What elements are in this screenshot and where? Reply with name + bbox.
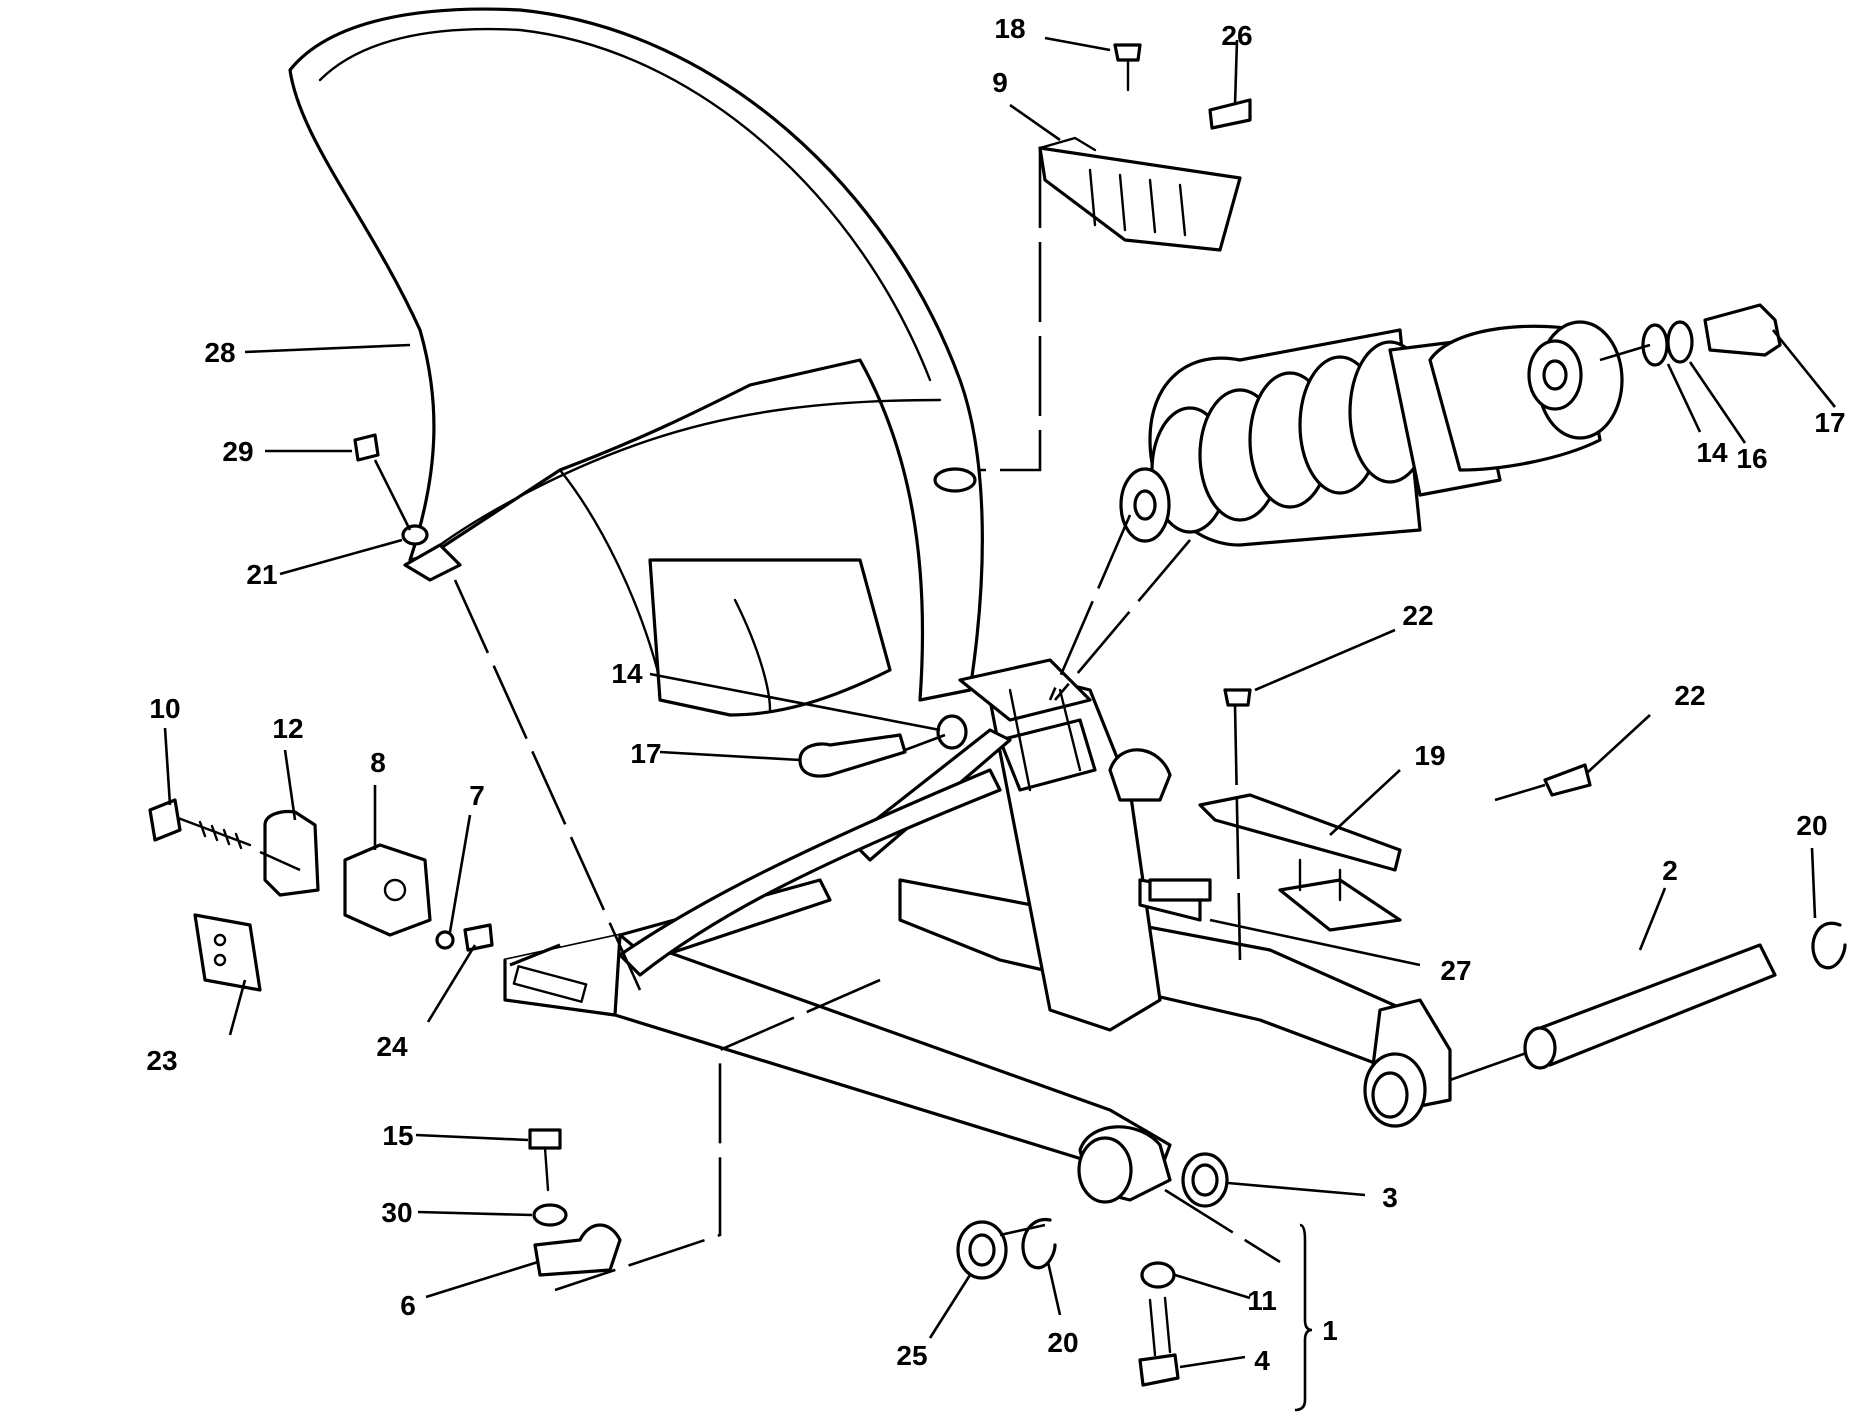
leader-lines <box>163 36 1837 1412</box>
callout-29: 29 <box>222 436 253 467</box>
bolt-26 <box>1208 98 1252 130</box>
assembly-lines <box>259 148 1651 1292</box>
callout-22-right: 22 <box>1674 680 1705 711</box>
callout-4: 4 <box>1254 1345 1270 1376</box>
chain-slider <box>1198 793 1402 932</box>
bolt-17-top <box>1703 303 1782 357</box>
screw-24 <box>463 923 494 952</box>
callout-3: 3 <box>1382 1182 1398 1213</box>
rear-shock-absorber <box>1119 320 1624 547</box>
callout-28: 28 <box>204 337 235 368</box>
washer-30 <box>532 1203 568 1227</box>
callout-1: 1 <box>1322 1315 1338 1346</box>
callout-19: 19 <box>1414 740 1445 771</box>
callout-27: 27 <box>1440 955 1471 986</box>
callout-15: 15 <box>382 1120 413 1151</box>
adjuster-block-8 <box>343 843 432 937</box>
adjuster-plate-12 <box>263 809 320 897</box>
callout-26: 26 <box>1221 20 1252 51</box>
callout-11: 11 <box>1247 1285 1277 1316</box>
chain-guard <box>1038 136 1242 252</box>
callout-8: 8 <box>370 747 386 778</box>
circlip-20-right <box>1811 921 1847 970</box>
callout-10: 10 <box>149 693 180 724</box>
callout-23: 23 <box>146 1045 177 1076</box>
clamp-6 <box>533 1223 622 1277</box>
callout-24: 24 <box>376 1031 408 1062</box>
swingarm <box>503 658 1452 1204</box>
callout-30: 30 <box>381 1197 412 1228</box>
pivot-pin-2 <box>1533 943 1777 1067</box>
callout-16: 16 <box>1736 443 1767 474</box>
callout-25: 25 <box>896 1340 927 1371</box>
screw-29 <box>353 433 380 462</box>
rear-mudguard <box>288 7 984 717</box>
screw-22-right <box>1543 763 1592 797</box>
callout-17-mid: 17 <box>630 738 661 769</box>
callout-7: 7 <box>469 780 485 811</box>
callout-9: 9 <box>992 67 1008 98</box>
washer-11 <box>1140 1261 1176 1289</box>
screw-4 <box>1138 1353 1180 1387</box>
callout-22-top: 22 <box>1402 600 1433 631</box>
plate-23 <box>193 913 262 992</box>
callout-20-right: 20 <box>1796 810 1827 841</box>
bolt-15 <box>528 1128 562 1150</box>
washer-21 <box>401 524 429 546</box>
callout-14-mid: 14 <box>611 658 643 689</box>
callout-12: 12 <box>272 713 303 744</box>
callout-18: 18 <box>994 13 1025 44</box>
callout-21: 21 <box>246 559 277 590</box>
bolt-17-mid <box>798 733 907 778</box>
callout-14-top: 14 <box>1696 437 1728 468</box>
callout-6: 6 <box>400 1290 416 1321</box>
callout-2: 2 <box>1662 855 1678 886</box>
circlip-20-bottom <box>1021 1218 1057 1270</box>
screw-22-top <box>1223 688 1252 707</box>
washer-7 <box>435 930 455 950</box>
callout-20-bottom: 20 <box>1047 1327 1078 1358</box>
screw-18 <box>1113 43 1142 62</box>
washer-14-mid <box>936 714 968 750</box>
callout-labels: 18 26 9 28 29 21 14 17 10 12 8 7 24 23 2… <box>146 13 1845 1376</box>
bolt-10 <box>148 798 252 850</box>
callout-17-top: 17 <box>1814 407 1845 438</box>
washer-16 <box>1666 320 1694 364</box>
